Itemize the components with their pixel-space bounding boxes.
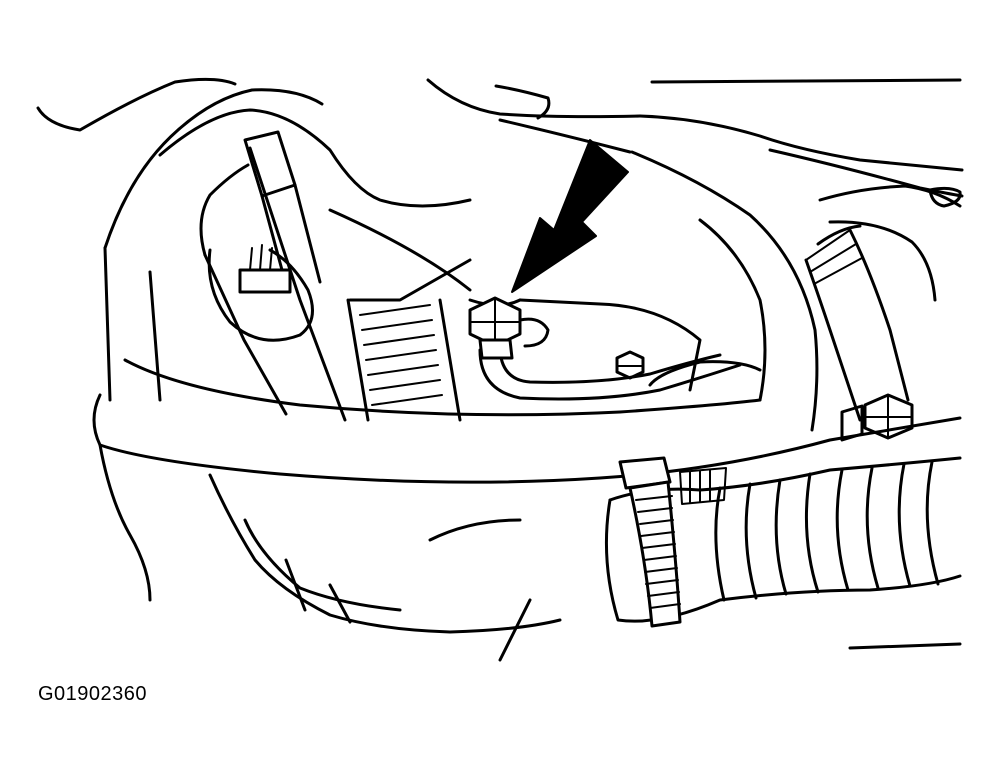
upper-hose (103, 88, 472, 402)
small-bolt (615, 350, 645, 380)
front-hose (92, 118, 962, 484)
fitting-line (468, 296, 762, 401)
engine-block (203, 130, 702, 422)
background-contours (36, 77, 964, 302)
lower-contours (98, 443, 962, 662)
hose-clamp (618, 456, 682, 628)
figure-identifier: G01902360 (38, 683, 148, 705)
right-hose (804, 224, 910, 422)
pointer-arrow-icon (511, 139, 629, 293)
electrical-connector (238, 268, 292, 294)
